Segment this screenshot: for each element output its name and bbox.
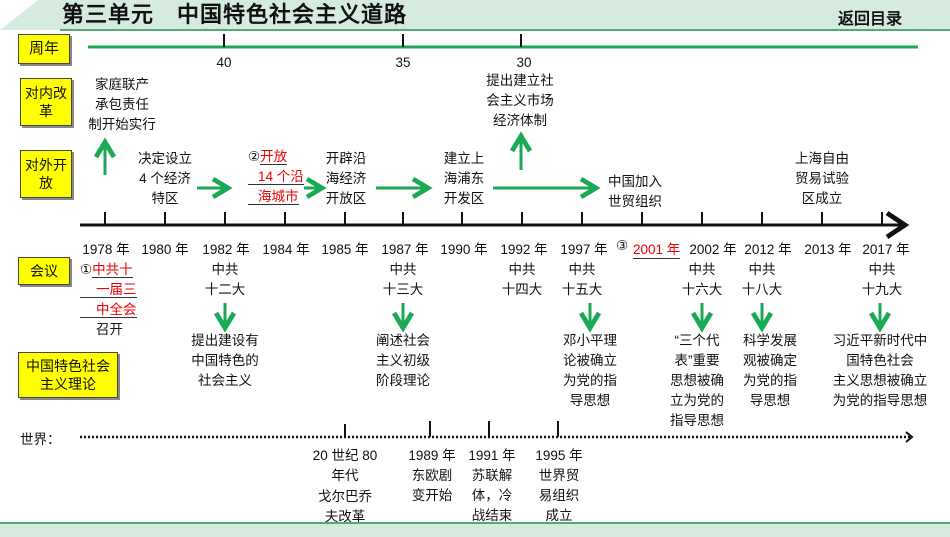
year-label: 2013 年 [804,242,852,257]
domestic-market-economy: 提出建立社 会主义市场 经济体制 [486,73,554,128]
label-meetings: 会议 [18,257,70,285]
world-year-1989: 1989 年 [408,448,456,463]
theory-18th: 科学发展 观被确定 为党的指 导思想 [743,333,797,408]
label-opening-up: 对外开放 [20,150,72,198]
blank-answer: 海城市 [248,189,299,205]
world-gorbachev: 戈尔巴乔 夫改革 [318,489,372,524]
anniversary-40: 40 [216,55,232,70]
opening-pudong: 建立上 海浦东 开发区 [443,151,485,206]
theory-15th: 邓小平理 论被确立 为党的指 导思想 [563,333,617,408]
circle-1: ① [80,262,93,277]
year-label: 2017 年 [862,242,910,257]
opening-coastal-cities: ②开放 14 个沿 海城市 [248,147,304,207]
opening-wto: 中国加入 世贸组织 [608,174,662,209]
page-title: 第三单元 中国特色社会主义道路 [62,2,408,27]
circle-2: ② [248,149,261,164]
year-label: 1992 年 [500,242,548,257]
blank-answer: 中全会 [80,302,137,318]
anniversary-30: 30 [516,55,532,70]
world-wto-founded: 世界贸 易组织 成立 [538,468,580,523]
blank-answer: 一届三 [80,282,137,298]
label-domestic-reform: 对内改革 [20,78,72,126]
anniversary-ticks [223,34,522,47]
year-label: 1990 年 [440,242,488,257]
year-label: 1997 年 [560,242,608,257]
opening-economic-zone: 开辟沿 海经济 开放区 [325,151,367,206]
anniversary-35: 35 [395,55,411,70]
year-label: 1980 年 [141,242,189,257]
footer-bar [0,522,950,537]
header-banner [0,0,950,30]
meeting-18th: 中共 十八大 [741,262,783,297]
year-label: 1982 年 [202,242,250,257]
year-label: 1984 年 [262,242,310,257]
circle-3: ③ [616,238,629,253]
meeting-12th: 中共 十二大 [204,262,246,297]
year-label: 1987 年 [381,242,429,257]
world-year-1995: 1995 年 [535,448,583,463]
year-label: 2002 年 [689,242,737,257]
meeting-held: 召开 [96,322,123,337]
theory-13th: 阐述社会 主义初级 阶段理论 [376,333,430,388]
meeting-14th: 中共 十四大 [501,262,543,297]
meeting-11th-3rd-plenum: ①中共十 一届三 中全会 召开 [80,260,137,340]
meeting-13th: 中共 十三大 [382,262,424,297]
opening-sez: 决定设立 4 个经济 特区 [138,151,192,206]
header-divider [60,29,950,31]
year-2001-blank: 2001 年 [633,238,681,259]
blank-answer: 开放 [260,149,288,165]
meeting-19th: 中共 十九大 [861,262,903,297]
label-world: 世界： [20,432,61,447]
main-ticks [104,212,883,225]
meeting-15th: 中共 十五大 [561,262,603,297]
year-label: 1985 年 [321,242,369,257]
label-theory: 中国特色社会主义理论 [18,352,118,398]
theory-16th: “三个代 表”重要 思想被确 立为党的 指导思想 [670,333,724,428]
world-ticks [344,421,559,437]
world-ussr-collapse: 苏联解 体，冷 战结束 [471,468,513,523]
back-to-contents-button[interactable]: 返回目录 [838,11,903,28]
blank-answer: 中共十 [92,262,133,278]
label-anniversary: 周年 [18,34,70,64]
blank-answer: 14 个沿 [248,169,304,185]
world-year-1991: 1991 年 [468,448,516,463]
world-year-1980s: 20 世纪 80 年代 [312,448,378,483]
year-label: 1978 年 [82,242,130,257]
green-arrows [93,131,892,333]
opening-ftz: 上海自由 贸易试验 区成立 [795,151,849,206]
theory-19th: 习近平新时代中 国特色社会 主义思想被确立 为党的指导思想 [832,333,928,408]
year-label: 2012 年 [744,242,792,257]
domestic-household-responsibility: 家庭联产 承包责任 制开始实行 [88,77,156,132]
meeting-16th: 中共 十六大 [681,262,723,297]
world-eastern-europe: 东欧剧 变开始 [411,468,453,503]
theory-12th: 提出建设有 中国特色的 社会主义 [191,333,259,388]
